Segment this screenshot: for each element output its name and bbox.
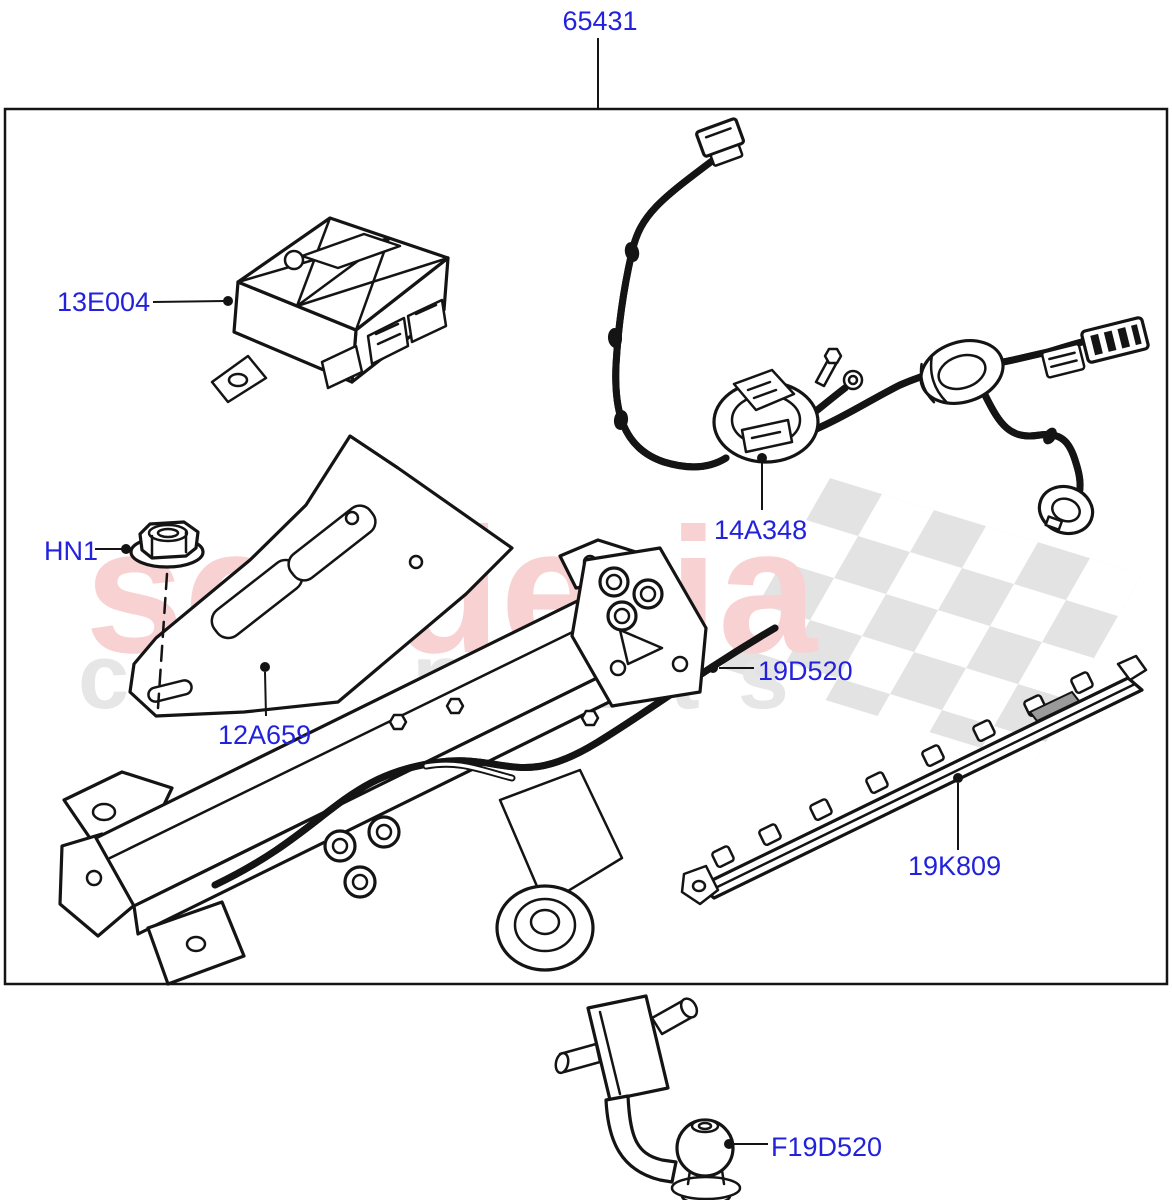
part-label-12A659[interactable]: 12A659 [218, 720, 311, 750]
part-label-13E004[interactable]: 13E004 [57, 287, 150, 317]
nut-HN1-drawing [129, 520, 205, 710]
diagram-border-box [3, 107, 1169, 986]
part-dot-F19D520 [724, 1139, 734, 1149]
leader-line-12A659 [264, 671, 267, 717]
harness-right-connector [1080, 316, 1150, 364]
checkered-flag-watermark [721, 478, 1142, 765]
harness-top-connector [695, 117, 745, 167]
towbar-19D520-drawing [58, 538, 779, 986]
part-label-F19D520[interactable]: F19D520 [771, 1132, 882, 1162]
bracket-12A659-drawing [128, 434, 514, 718]
part-dot-13E004 [223, 296, 233, 306]
harness-grommet [919, 339, 1005, 405]
part-label-19K809[interactable]: 19K809 [908, 851, 1001, 881]
part-label-19D520[interactable]: 19D520 [758, 656, 853, 686]
part-label-HN1[interactable]: HN1 [44, 536, 98, 566]
part-dot-HN1 [121, 544, 131, 554]
module-13E004-drawing [210, 216, 450, 404]
part-dot-14A348 [757, 453, 767, 463]
leader-line-13E004 [152, 300, 226, 303]
part-dot-19D520 [708, 663, 718, 673]
harness-65431-drawing [607, 117, 1150, 536]
towball-F19D520-drawing [554, 994, 742, 1200]
part-label-65431[interactable]: 65431 [562, 6, 637, 36]
harness-center-connector [712, 368, 820, 464]
part-dot-19K809 [953, 773, 963, 783]
part-label-14A348[interactable]: 14A348 [714, 515, 807, 545]
finisher-19K809-drawing [680, 654, 1148, 906]
harness-round-connector [1037, 484, 1095, 536]
part-dot-12A659 [260, 662, 270, 672]
